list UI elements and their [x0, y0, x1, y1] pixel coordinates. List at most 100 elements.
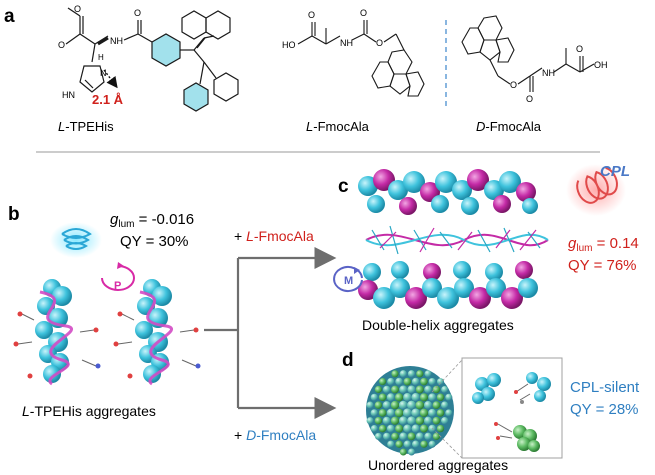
aggregate-ball: [411, 424, 420, 433]
aggregate-ball: [441, 417, 449, 425]
c-glum-symbol: g: [568, 235, 577, 252]
p-rotation-icon: [101, 262, 135, 291]
aggregate-ball: [445, 409, 453, 417]
panel-label-a: a: [4, 6, 15, 27]
aggregate-ball: [432, 401, 441, 409]
arrow-label-d-plus: +: [234, 427, 246, 443]
double-helix-stick-model: [365, 225, 549, 255]
d-fmocala-structure: [461, 15, 595, 92]
tpehis-label: L-TPEHis: [58, 119, 114, 134]
b-glum-sub: lum: [118, 219, 134, 230]
aggregate-ball: [424, 370, 432, 378]
aggregate-ball: [386, 408, 395, 417]
arrow-label-d-prefix: D: [246, 427, 256, 443]
aggregate-ball: [411, 377, 420, 386]
aggregate-ball: [403, 424, 412, 433]
aggregate-ball: [432, 385, 441, 394]
aggregate-ball: [374, 385, 383, 394]
panel-label-b: b: [8, 204, 20, 225]
atom-nh-amide: NH: [110, 36, 123, 46]
c-helix-label: M: [344, 275, 353, 287]
aggregate-ball: [416, 370, 424, 378]
b-glum: glum = -0.016: [110, 211, 194, 230]
aggregate-ball: [386, 424, 395, 433]
aggregate-ball: [408, 448, 415, 456]
aggregate-ball: [399, 370, 407, 378]
panel-label-d: d: [342, 350, 354, 371]
aggregate-ball: [441, 401, 449, 409]
aggregate-ball: [391, 370, 399, 378]
aggregate-ball: [428, 408, 437, 417]
c-qy: QY = 76%: [568, 257, 637, 274]
l-fmocala-structure: [297, 20, 425, 97]
aggregate-ball: [420, 424, 428, 433]
aggregate-ball: [370, 409, 378, 417]
aggregate-ball: [370, 393, 378, 401]
aggregate-ball: [403, 440, 412, 448]
tpehis-helix-left: [13, 279, 101, 386]
aggregate-ball: [428, 393, 437, 402]
c-glum: glum = 0.14: [568, 235, 639, 254]
aggregate-ball: [398, 400, 408, 410]
d-o3: O: [576, 44, 583, 54]
d-fmocala-label: D-FmocAla: [476, 119, 542, 134]
aggregate-ball: [378, 409, 387, 417]
aggregate-ball: [394, 408, 404, 418]
aggregate-ball: [424, 385, 432, 394]
aggregate-ball: [415, 432, 424, 441]
double-helix-bottom-strand: [358, 261, 538, 309]
tpehis-helix-right: [113, 279, 201, 386]
aggregate-ball: [403, 393, 412, 402]
aggregate-ball: [419, 408, 429, 418]
d-oh: OH: [594, 60, 608, 70]
aggregate-ball: [407, 432, 416, 441]
arrow-label-l: + L-FmocAla: [234, 228, 314, 244]
d-fmocala-label-rest: -FmocAla: [485, 119, 541, 134]
aggregate-ball: [407, 416, 416, 426]
aggregate-ball: [374, 416, 383, 425]
aggregate-ball: [386, 393, 395, 402]
aggregate-ball: [415, 416, 425, 425]
aggregate-ball: [412, 440, 420, 448]
aggregate-ball: [419, 393, 429, 402]
d-nh: NH: [542, 68, 555, 78]
aggregate-ball: [407, 400, 416, 410]
d-o1: O: [510, 80, 517, 90]
d-fmocala-label-prefix: D: [476, 119, 485, 134]
b-glum-value: = -0.016: [134, 211, 194, 228]
aggregate-ball: [395, 424, 404, 433]
tpehis-label-prefix: L: [58, 119, 65, 134]
aggregate-ball: [378, 424, 387, 433]
aggregate-ball: [420, 377, 428, 386]
l-nh: NH: [340, 38, 353, 48]
aggregate-ball: [407, 385, 416, 394]
d-status: CPL-silent: [570, 379, 640, 396]
aggregate-ball: [382, 401, 391, 410]
aggregate-ball: [436, 424, 445, 433]
arrow-label-d-rest: -FmocAla: [256, 427, 316, 443]
c-caption: Double-helix aggregates: [362, 317, 514, 333]
aggregate-ball: [445, 393, 453, 401]
l-fmocala-label-rest: -FmocAla: [313, 119, 369, 134]
atom-hn-imidazole: HN: [62, 90, 75, 100]
aggregate-ball: [415, 385, 424, 394]
aggregate-ball: [411, 408, 421, 418]
atom-o-amide: O: [134, 8, 141, 18]
zoom-inset: [431, 357, 563, 459]
d-caption: Unordered aggregates: [368, 457, 508, 473]
atom-o-methyl: O: [58, 40, 65, 50]
aggregate-ball: [383, 432, 391, 441]
b-caption: L-TPEHis aggregates: [22, 403, 156, 419]
c-glum-value: = 0.14: [592, 235, 638, 252]
arrow-label-l-rest: -FmocAla: [254, 228, 314, 244]
aggregate-ball: [395, 440, 403, 448]
l-o1: O: [308, 10, 315, 20]
aggregate-ball: [428, 440, 436, 448]
aggregate-ball: [432, 416, 441, 425]
aggregate-ball: [390, 400, 400, 410]
cpl-label: CPL: [600, 163, 630, 180]
aggregate-ball: [366, 417, 374, 425]
aggregate-ball: [370, 425, 378, 433]
aggregate-ball: [436, 393, 445, 402]
unordered-aggregate-sphere: [366, 366, 454, 456]
